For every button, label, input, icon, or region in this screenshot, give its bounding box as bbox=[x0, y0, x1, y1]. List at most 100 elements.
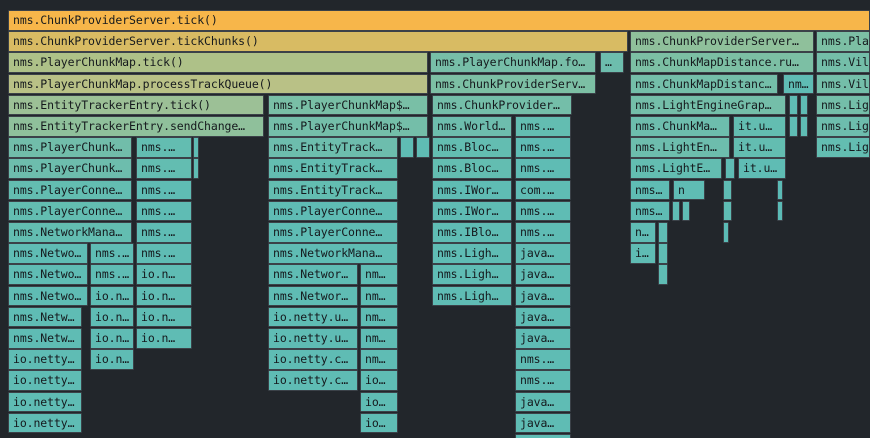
flame-frame[interactable]: io.netty.c… bbox=[268, 370, 358, 391]
flame-frame[interactable]: nms.ChunkProviderServer… bbox=[630, 31, 814, 52]
flame-frame[interactable]: java… bbox=[515, 285, 571, 307]
flame-frame[interactable]: io.n… bbox=[90, 349, 134, 370]
flame-frame[interactable]: nms.ChunkProviderServer.tickChunks() bbox=[8, 31, 628, 52]
flame-frame[interactable]: nms.PlayerConne… bbox=[268, 200, 398, 222]
flame-frame[interactable]: nms.Networ… bbox=[268, 285, 358, 307]
flame-frame[interactable]: nms… bbox=[630, 200, 670, 222]
flame-frame[interactable]: nms.PlayerConne… bbox=[268, 222, 398, 243]
flame-frame[interactable]: nms.… bbox=[515, 349, 571, 370]
flame-frame[interactable]: nms.ChunkMa… bbox=[630, 116, 730, 137]
flame-frame[interactable]: nms.… bbox=[90, 243, 134, 264]
flame-frame[interactable] bbox=[682, 200, 690, 222]
flame-frame[interactable]: io.netty.u… bbox=[268, 328, 358, 349]
flame-frame[interactable]: nms.… bbox=[136, 158, 192, 179]
flame-frame[interactable]: io.netty… bbox=[8, 412, 82, 434]
flame-frame[interactable]: it.u… bbox=[733, 116, 786, 137]
flame-frame[interactable]: io.n… bbox=[136, 285, 192, 307]
flame-frame[interactable]: nms… bbox=[630, 179, 670, 201]
flame-frame[interactable] bbox=[193, 137, 199, 158]
flame-frame[interactable]: nms.Ligh… bbox=[432, 285, 512, 307]
flame-frame[interactable] bbox=[658, 222, 668, 243]
flame-frame[interactable]: nms.ChunkMapDistanc… bbox=[630, 73, 778, 95]
flame-frame[interactable] bbox=[193, 158, 199, 179]
flame-frame[interactable]: nms.IWor… bbox=[432, 179, 512, 201]
flame-frame[interactable]: nms.EntityTrack… bbox=[268, 137, 398, 158]
flame-frame[interactable]: java… bbox=[515, 306, 571, 328]
flame-frame[interactable]: nms.… bbox=[136, 179, 192, 201]
flame-frame[interactable]: nms.EntityTrackerEntry.sendChange… bbox=[8, 116, 264, 137]
flame-frame[interactable]: java… bbox=[515, 264, 571, 285]
flame-frame[interactable]: nms.Ligh… bbox=[432, 243, 512, 264]
flame-frame[interactable] bbox=[789, 116, 798, 137]
flame-frame[interactable]: io.n… bbox=[136, 264, 192, 285]
flame-frame[interactable]: nms.Vil… bbox=[816, 52, 870, 73]
flame-frame[interactable]: io.n… bbox=[90, 285, 134, 307]
flame-frame[interactable]: io.netty.c… bbox=[268, 349, 358, 370]
flame-frame[interactable]: nms.… bbox=[90, 264, 134, 285]
flame-frame[interactable]: nms.PlayerChunkMap.tick() bbox=[8, 52, 428, 73]
flame-frame[interactable]: io.netty… bbox=[8, 349, 82, 370]
flame-frame[interactable]: nms.IWor… bbox=[432, 200, 512, 222]
flame-frame[interactable]: nms.Bloc… bbox=[432, 158, 512, 179]
flame-frame[interactable]: nms.Ligh… bbox=[432, 264, 512, 285]
flame-frame[interactable]: nms.ChunkMapDistance.ru… bbox=[630, 52, 814, 73]
flame-frame[interactable]: nms.EntityTrack… bbox=[268, 158, 398, 179]
flame-frame[interactable]: nms.… bbox=[515, 158, 571, 179]
flame-frame[interactable]: nms.Netwo… bbox=[8, 264, 88, 285]
flame-frame[interactable]: nms.IBlo… bbox=[432, 222, 512, 243]
flame-frame[interactable]: nms.Ligh… bbox=[816, 116, 870, 137]
flame-frame[interactable]: nms.PlayerChunk… bbox=[8, 158, 132, 179]
flame-frame[interactable]: … bbox=[600, 52, 624, 73]
flame-frame[interactable] bbox=[800, 116, 808, 137]
flame-frame[interactable]: nms.ChunkProvider… bbox=[432, 94, 572, 116]
flame-frame[interactable]: nm… bbox=[783, 73, 814, 95]
flame-frame[interactable] bbox=[789, 94, 798, 116]
flame-frame[interactable] bbox=[725, 158, 735, 179]
flame-frame[interactable] bbox=[400, 137, 414, 158]
flame-frame[interactable]: it.u… bbox=[733, 137, 786, 158]
flame-frame[interactable] bbox=[658, 243, 668, 264]
flame-frame[interactable]: nms.LightEngineGrap… bbox=[630, 94, 786, 116]
flame-frame[interactable]: nms.Netw… bbox=[8, 328, 82, 349]
flame-frame[interactable]: nms.Netwo… bbox=[8, 243, 88, 264]
flame-frame[interactable] bbox=[416, 137, 430, 158]
flame-frame[interactable]: nms.Networ… bbox=[268, 264, 358, 285]
flame-frame[interactable]: io.netty.u… bbox=[268, 306, 358, 328]
flame-frame[interactable]: nms.… bbox=[136, 200, 192, 222]
flame-frame[interactable]: nms.Ligh… bbox=[816, 94, 870, 116]
flame-frame[interactable]: io.netty… bbox=[8, 370, 82, 391]
flame-frame[interactable]: io.n… bbox=[136, 328, 192, 349]
flame-frame[interactable]: nms.PlayerChunkMap.fo… bbox=[430, 52, 596, 73]
flame-frame[interactable]: nms.Bloc… bbox=[432, 137, 512, 158]
flame-frame[interactable]: nms.… bbox=[136, 137, 192, 158]
flame-frame[interactable] bbox=[723, 179, 732, 201]
flame-frame[interactable]: nms.NetworkMana… bbox=[8, 222, 132, 243]
flame-frame[interactable]: nms.… bbox=[515, 137, 571, 158]
flame-frame[interactable]: io… bbox=[360, 412, 398, 434]
flame-frame[interactable]: nm… bbox=[360, 306, 398, 328]
flame-frame[interactable]: io… bbox=[360, 370, 398, 391]
flame-frame[interactable]: io.n… bbox=[136, 306, 192, 328]
flame-frame[interactable]: nms.Play… bbox=[816, 31, 870, 52]
flame-frame[interactable]: java… bbox=[515, 412, 571, 434]
flame-frame[interactable]: nms.LightEn… bbox=[630, 137, 730, 158]
flame-frame[interactable]: java… bbox=[515, 243, 571, 264]
flame-frame[interactable]: io.n… bbox=[90, 328, 134, 349]
flame-frame[interactable]: nm… bbox=[360, 349, 398, 370]
flame-frame[interactable]: nms.World… bbox=[432, 116, 512, 137]
flame-frame[interactable]: nms.ChunkProviderServer.tick() bbox=[8, 10, 870, 31]
flame-frame[interactable] bbox=[777, 179, 783, 201]
flame-frame[interactable] bbox=[658, 264, 668, 285]
flame-frame[interactable]: nm… bbox=[360, 264, 398, 285]
flame-frame[interactable]: nms.Netwo… bbox=[8, 285, 88, 307]
flame-frame[interactable]: it.u… bbox=[738, 158, 786, 179]
flame-frame[interactable]: nms.Ligh… bbox=[816, 137, 870, 158]
flame-frame[interactable]: i… bbox=[630, 243, 656, 264]
flame-frame[interactable]: nms.PlayerConne… bbox=[8, 179, 132, 201]
flame-frame[interactable]: nms.… bbox=[515, 116, 571, 137]
flame-frame[interactable] bbox=[723, 222, 729, 243]
flame-frame[interactable]: java… bbox=[515, 434, 571, 438]
flame-frame[interactable]: nms.… bbox=[515, 200, 571, 222]
flame-frame[interactable]: nms.PlayerChunk… bbox=[8, 137, 132, 158]
